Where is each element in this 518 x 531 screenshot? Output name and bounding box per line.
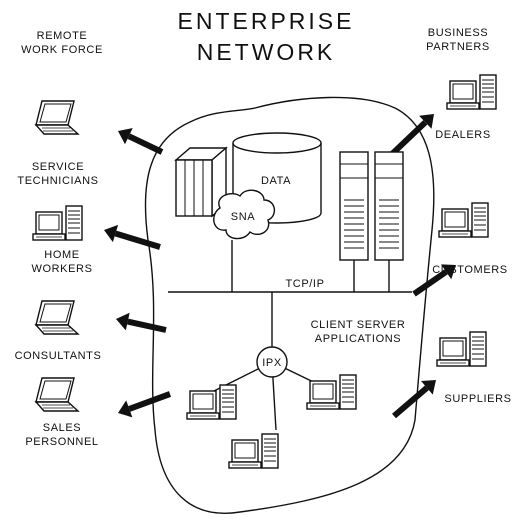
remote-workforce-header-line-1: REMOTE	[37, 30, 88, 42]
arrow-shaft	[389, 120, 428, 157]
arrow-icon	[419, 114, 434, 129]
sales-personnel-label-1: SALES	[43, 422, 81, 434]
title-line-1: ENTERPRISE	[178, 8, 355, 34]
arrows-layer	[104, 114, 456, 419]
title-line-2: NETWORK	[197, 39, 336, 65]
consultants-label: CONSULTANTS	[15, 350, 102, 362]
service-technicians-label-2: TECHNICIANS	[17, 175, 98, 187]
arrow-to-sales-personnel	[118, 391, 172, 418]
arrow-shaft	[128, 391, 172, 412]
arrow-icon	[118, 128, 133, 145]
ipx-label: IPX	[262, 357, 282, 369]
data-label: DATA	[261, 175, 291, 187]
arrow-icon	[421, 380, 436, 395]
arrow-shaft	[127, 318, 167, 333]
business-partners-header-line-1: BUSINESS	[428, 27, 488, 39]
arrow-to-suppliers	[392, 380, 436, 419]
arrow-to-home-workers	[104, 224, 161, 250]
dealers-label: DEALERS	[435, 129, 491, 141]
laptop-icon	[35, 300, 79, 335]
arrow-icon	[441, 264, 456, 280]
laptop-icon	[35, 100, 79, 135]
suppliers-label: SUPPLIERS	[444, 393, 511, 405]
business-partners-header-line-2: PARTNERS	[426, 41, 490, 53]
arrow-icon	[104, 224, 119, 243]
arrow-shaft	[114, 230, 161, 250]
desktop-computer-icon	[32, 205, 83, 241]
service-technicians-label-1: SERVICE	[32, 161, 84, 173]
desktop-computer-icon	[436, 331, 487, 367]
enterprise-boundary	[144, 96, 435, 514]
tcpip-label: TCP/IP	[285, 278, 324, 290]
remote-workforce-header-line-2: WORK FORCE	[21, 44, 103, 56]
arrow-shaft	[392, 385, 429, 419]
arrow-icon	[116, 312, 130, 331]
arrow-to-customers	[412, 264, 456, 297]
arrow-shaft	[127, 133, 164, 155]
sales-personnel-label-2: PERSONNEL	[25, 436, 98, 448]
home-workers-label-2: WORKERS	[31, 263, 92, 275]
client-server-label-1: CLIENT SERVER	[311, 319, 406, 331]
sna-label: SNA	[231, 211, 255, 223]
desktop-computer-icon	[446, 74, 497, 110]
arrow-icon	[118, 400, 133, 418]
ipx-hub-icon	[256, 346, 288, 378]
arrow-to-service-technicians	[118, 128, 164, 155]
arrow-to-consultants	[116, 312, 167, 333]
server-tower-icon	[374, 151, 404, 261]
server-tower-icon	[339, 151, 369, 261]
arrow-to-dealers	[389, 114, 434, 157]
client-server-label-2: APPLICATIONS	[315, 333, 401, 345]
desktop-computer-icon	[228, 433, 279, 469]
laptop-icon	[35, 377, 79, 412]
arrow-shaft	[412, 269, 448, 297]
desktop-computer-icon	[438, 202, 489, 238]
desktop-computer-icon	[306, 374, 357, 410]
network-cloud-icon	[213, 189, 275, 240]
home-workers-label-1: HOME	[44, 249, 79, 261]
desktop-computer-icon	[186, 384, 237, 420]
